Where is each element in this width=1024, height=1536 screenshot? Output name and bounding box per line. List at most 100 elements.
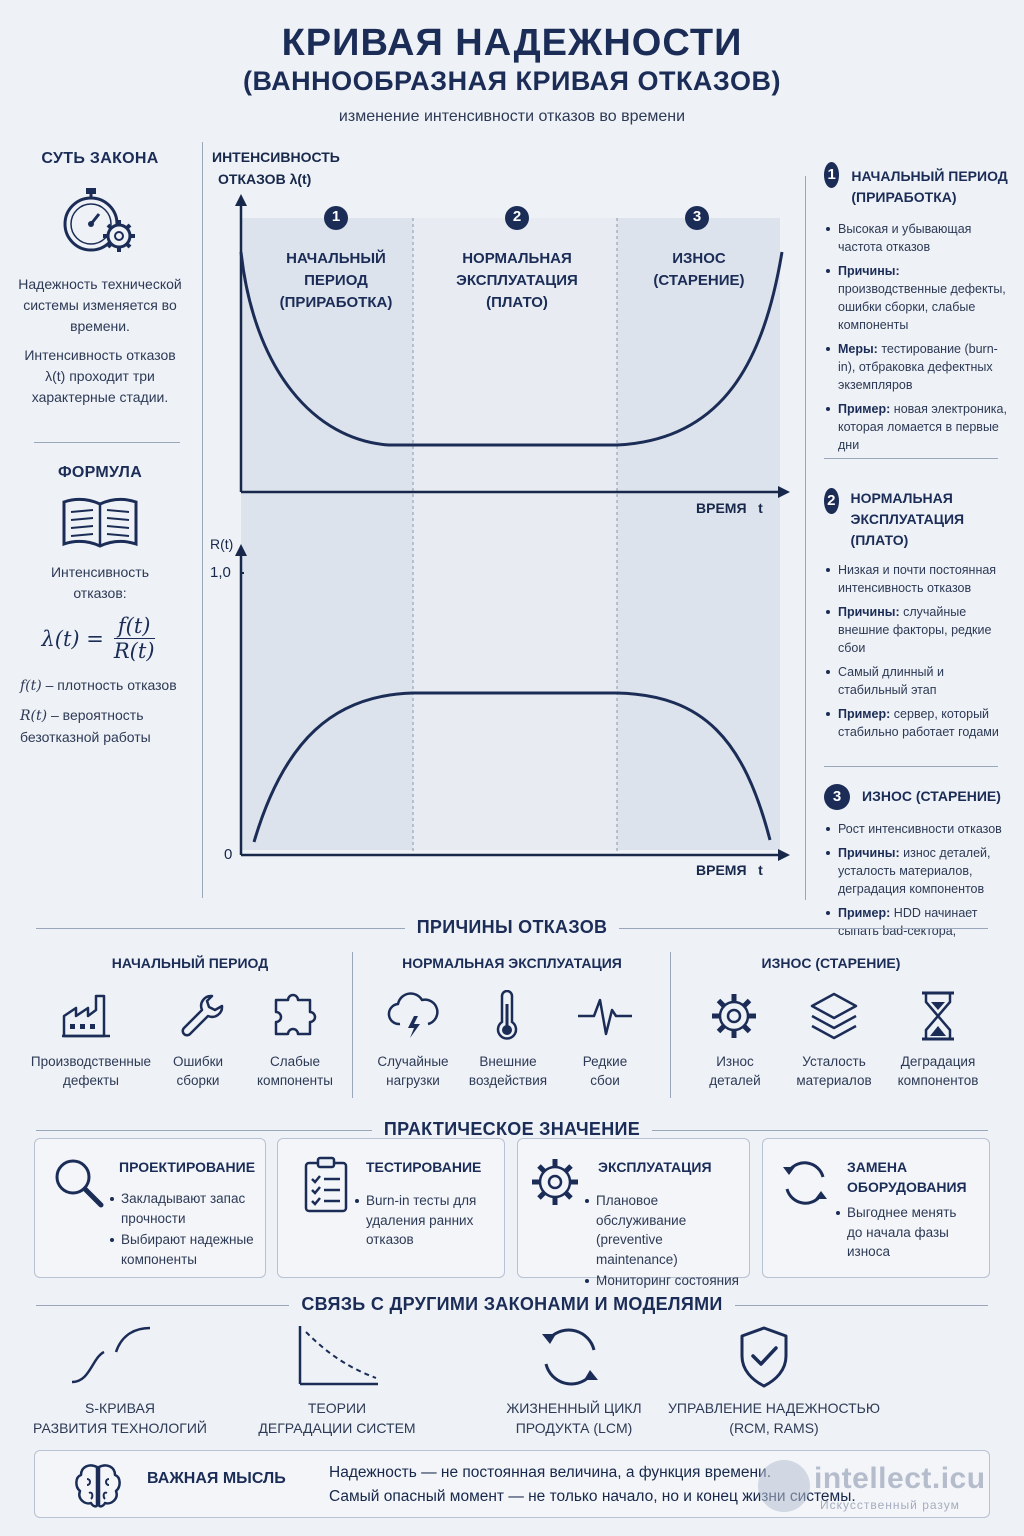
f-definition: f(t) – плотность отказов bbox=[14, 675, 186, 697]
f-symbol: f(t) bbox=[20, 678, 42, 694]
right-phase3-list: Рост интенсивности отказов Причины: изно… bbox=[824, 820, 1008, 940]
watermark-logo bbox=[758, 1460, 810, 1512]
failure-rate-curve bbox=[239, 251, 784, 447]
key-idea-line1: Надежность — не постоянная величина, а ф… bbox=[329, 1464, 772, 1481]
puzzle-icon bbox=[270, 990, 320, 1040]
bottom-y-arrow bbox=[235, 544, 247, 556]
key-idea-title: ВАЖНАЯ МЫСЛЬ bbox=[147, 1470, 286, 1487]
list-item: Пример: HDD начинает сыпать bad-сектора, bbox=[824, 904, 1008, 940]
causes-title: ПРИЧИНЫ ОТКАЗОВ bbox=[404, 917, 620, 937]
formula: λ(t) = f(t) R(t) bbox=[14, 614, 186, 663]
relation-reliability-management: УПРАВЛЕНИЕ НАДЕЖНОСТЬЮ (RCM, RAMS) bbox=[664, 1398, 884, 1438]
list-item: Пример: новая электроника, которая ломае… bbox=[824, 400, 1008, 454]
list-item: Плановое обслуживание (preventive mainte… bbox=[584, 1191, 748, 1269]
right-divider-1 bbox=[824, 458, 998, 459]
bottom-y-zero-label: 0 bbox=[224, 846, 233, 863]
phase3-badge bbox=[685, 206, 709, 230]
causes-group1-title: НАЧАЛЬНЫЙ ПЕРИОД bbox=[111, 955, 269, 971]
cause-component-degradation: Деградация компонентов bbox=[897, 1054, 979, 1088]
formula-intro: Интенсивность отказов: bbox=[50, 564, 150, 601]
wrench-icon bbox=[176, 990, 226, 1040]
list-item: Выгоднее менять до начала фазы износа bbox=[835, 1203, 975, 1262]
phase2-label: НОРМАЛЬНАЯ ЭКСПЛУАТАЦИЯ (ПЛАТО) bbox=[456, 250, 578, 311]
card-operation-list: Плановое обслуживание (preventive mainte… bbox=[584, 1191, 748, 1293]
card-operation-title: ЭКСПЛУАТАЦИЯ bbox=[598, 1159, 712, 1175]
phase1-shade bbox=[241, 218, 413, 850]
card-replacement: ЗАМЕНА ОБОРУДОВАНИЯ Выгоднее менять до н… bbox=[762, 1138, 990, 1278]
relation-degradation-line1: ТЕОРИИ bbox=[307, 1400, 367, 1416]
relation-lifecycle: ЖИЗНЕННЫЙ ЦИКЛ ПРОДУКТА (LCM) bbox=[484, 1398, 664, 1438]
pulse-icon bbox=[576, 990, 634, 1040]
reliability-curve bbox=[252, 691, 772, 843]
formula-title: ФОРМУЛА bbox=[57, 464, 143, 481]
r-definition: R(t) – вероятность безотказной работы bbox=[14, 705, 186, 748]
list-item: Пример: сервер, который стабильно работа… bbox=[824, 705, 1008, 741]
storm-cloud-icon bbox=[386, 990, 440, 1040]
essence-section: СУТЬ ЗАКОНА Надежность технической систе… bbox=[14, 150, 186, 408]
phase3-shade bbox=[617, 218, 780, 850]
top-x-label: ВРЕМЯ t bbox=[696, 500, 763, 516]
card-design: ПРОЕКТИРОВАНИЕ Закладывают запас прочнос… bbox=[34, 1138, 266, 1278]
causes-sep-1 bbox=[352, 952, 353, 1098]
page-title: КРИВАЯ НАДЕЖНОСТИ bbox=[281, 22, 743, 64]
formula-numerator: f(t) bbox=[113, 614, 155, 639]
causes-title-wrap: ПРИЧИНЫ ОТКАЗОВ bbox=[0, 917, 1024, 938]
brain-icon bbox=[73, 1461, 123, 1509]
watermark-tag: Искусственный разум bbox=[820, 1498, 960, 1512]
cause-manufacturing-defects: Производственные дефекты bbox=[30, 1054, 152, 1088]
card-testing: ТЕСТИРОВАНИЕ Burn-in тесты для удаления … bbox=[277, 1138, 505, 1278]
r-def-text: – вероятность безотказной работы bbox=[20, 707, 151, 745]
relation-degradation: ТЕОРИИ ДЕГРАДАЦИИ СИСТЕМ bbox=[244, 1398, 430, 1438]
relation-s-curve-line1: S-КРИВАЯ bbox=[85, 1400, 155, 1416]
right-phase1-number: 1 bbox=[824, 162, 840, 188]
right-phase2-list: Низкая и почти постоянная интенсивность … bbox=[824, 561, 1008, 741]
right-phase2-title: НОРМАЛЬНАЯ ЭКСПЛУАТАЦИЯ (ПЛАТО) bbox=[850, 490, 965, 548]
cause-external-impacts: Внешние воздействия bbox=[468, 1054, 548, 1088]
phase2-number: 2 bbox=[512, 208, 522, 225]
bottom-y-top-tick-label: 1,0 bbox=[210, 564, 231, 581]
formula-section: ФОРМУЛА Интенсивность отказов: λ(t) = f(… bbox=[14, 464, 186, 748]
card-design-title: ПРОЕКТИРОВАНИЕ bbox=[119, 1159, 256, 1175]
key-idea-box: ВАЖНАЯ МЫСЛЬ Надежность — не постоянная … bbox=[34, 1450, 990, 1518]
top-y-label-line2: ОТКАЗОВ λ(t) bbox=[218, 171, 312, 187]
relation-s-curve-line2: РАЗВИТИЯ ТЕХНОЛОГИЙ bbox=[33, 1420, 207, 1436]
cause-random-loads: Случайные нагрузки bbox=[377, 1054, 449, 1088]
list-item: Меры: тестирование (burn-in), отбраковка… bbox=[824, 340, 1008, 394]
relation-degradation-line2: ДЕГРАДАЦИИ СИСТЕМ bbox=[258, 1420, 416, 1436]
relation-rm-line1: УПРАВЛЕНИЕ НАДЕЖНОСТЬЮ bbox=[668, 1400, 880, 1416]
essence-text-1: Надежность технической системы изменяетс… bbox=[18, 276, 182, 334]
causes-sep-2 bbox=[670, 952, 671, 1098]
essence-title: СУТЬ ЗАКОНА bbox=[41, 150, 159, 167]
card-operation: ЭКСПЛУАТАЦИЯ Плановое обслуживание (prev… bbox=[517, 1138, 750, 1288]
list-item: Причины: производственные дефекты, ошибк… bbox=[824, 262, 1008, 334]
clipboard-checklist-icon bbox=[302, 1155, 350, 1215]
phase2-badge bbox=[505, 206, 529, 230]
list-item: Низкая и почти постоянная интенсивность … bbox=[824, 561, 1008, 597]
top-x-arrow bbox=[778, 486, 790, 498]
practical-title-wrap: ПРАКТИЧЕСКОЕ ЗНАЧЕНИЕ bbox=[0, 1119, 1024, 1140]
card-testing-list: Burn-in тесты для удаления ранних отказо… bbox=[354, 1191, 486, 1252]
right-phase1-title: НАЧАЛЬНЫЙ ПЕРИОД (ПРИРАБОТКА) bbox=[851, 168, 1008, 205]
relation-lifecycle-line2: ПРОДУКТА (LCM) bbox=[515, 1420, 633, 1436]
formula-lhs: λ(t) = bbox=[41, 626, 104, 651]
right-phase3-title: ИЗНОС (СТАРЕНИЕ) bbox=[862, 788, 1001, 804]
right-phase1-list: Высокая и убывающая частота отказов Прич… bbox=[824, 220, 1008, 454]
card-design-list: Закладывают запас прочности Выбирают над… bbox=[109, 1189, 259, 1271]
gear-icon bbox=[528, 1155, 582, 1209]
watermark-brand: intellect.icu bbox=[814, 1462, 986, 1495]
right-phase1: 1 НАЧАЛЬНЫЙ ПЕРИОД (ПРИРАБОТКА) Высокая … bbox=[824, 162, 1008, 460]
right-phase2-number: 2 bbox=[824, 488, 839, 514]
degradation-chart-icon bbox=[294, 1324, 380, 1388]
right-phase3-number: 3 bbox=[824, 784, 850, 810]
right-vertical-divider bbox=[805, 176, 806, 900]
book-icon bbox=[60, 492, 140, 552]
magnifier-icon bbox=[51, 1155, 107, 1211]
top-y-label-line1: ИНТЕНСИВНОСТЬ bbox=[212, 149, 340, 165]
card-testing-title: ТЕСТИРОВАНИЕ bbox=[366, 1159, 482, 1175]
s-curve-icon bbox=[66, 1322, 156, 1388]
phase2-shade bbox=[413, 218, 617, 850]
list-item: Самый длинный и стабильный этап bbox=[824, 663, 1008, 699]
list-item: Закладывают запас прочности bbox=[109, 1189, 259, 1228]
list-item: Выбирают надежные компоненты bbox=[109, 1230, 259, 1269]
right-phase2: 2 НОРМАЛЬНАЯ ЭКСПЛУАТАЦИЯ (ПЛАТО) Низкая… bbox=[824, 488, 1008, 747]
